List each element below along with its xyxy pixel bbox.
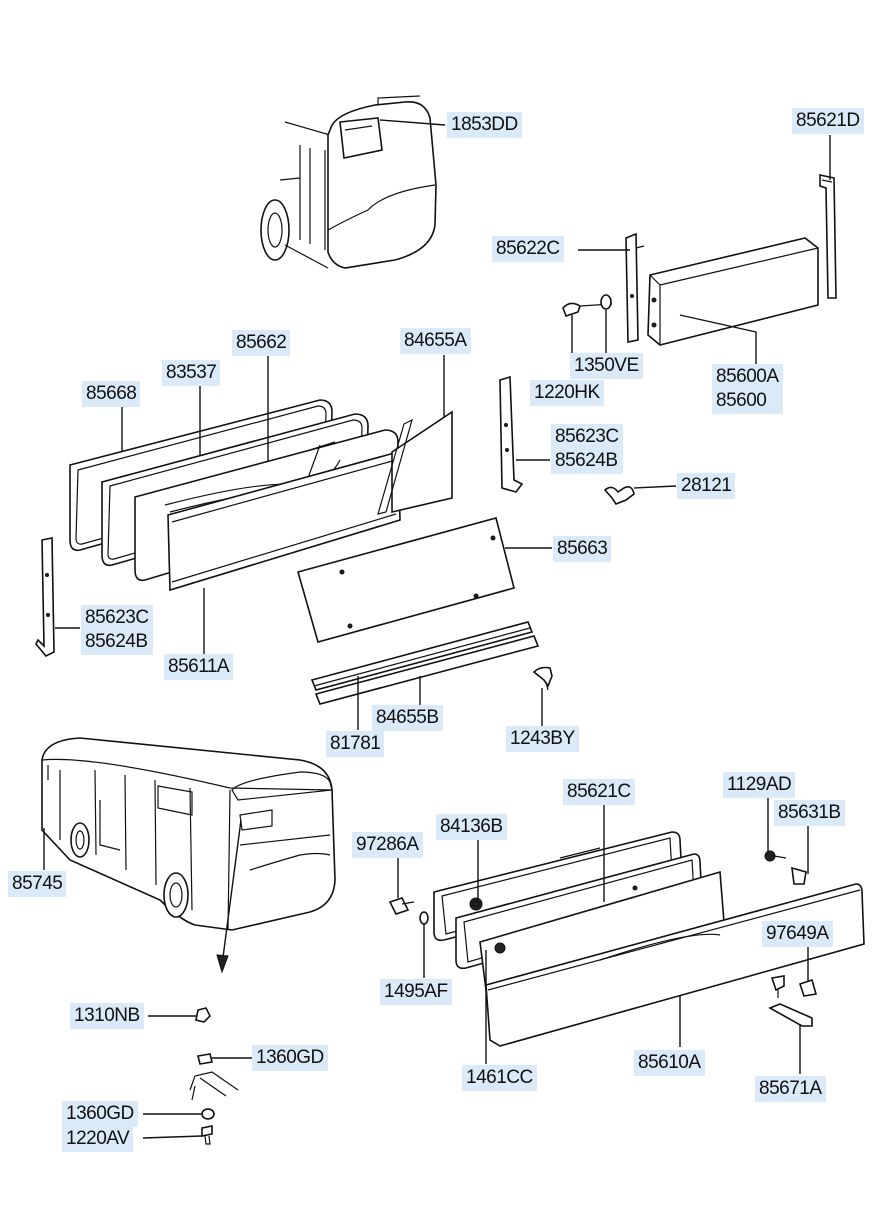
- part-label-85623C-right[interactable]: 85623C 85624B: [551, 424, 623, 474]
- part-label-81781[interactable]: 81781: [326, 731, 385, 757]
- heater-assembly-illustration: [562, 174, 837, 346]
- leader-lines: [43, 119, 831, 1139]
- part-label-85600A-line2: 85600: [716, 390, 767, 411]
- side-window-glass-illustration: [69, 399, 453, 592]
- part-label-85611A[interactable]: 85611A: [164, 654, 234, 680]
- part-label-85621C[interactable]: 85621C: [563, 779, 635, 805]
- part-label-1360GD-a[interactable]: 1360GD: [252, 1045, 328, 1071]
- part-label-85621D[interactable]: 85621D: [792, 108, 864, 134]
- bus-side-illustration: [41, 737, 336, 974]
- bus-front-illustration: [260, 95, 437, 269]
- part-label-85745[interactable]: 85745: [8, 871, 67, 897]
- window-bracket-illustration: [35, 375, 524, 657]
- part-label-85668[interactable]: 85668: [82, 381, 141, 407]
- part-label-85663[interactable]: 85663: [553, 536, 612, 562]
- part-label-83537[interactable]: 83537: [162, 360, 221, 386]
- part-label-1495AF[interactable]: 1495AF: [380, 979, 452, 1005]
- part-label-1129AD[interactable]: 1129AD: [723, 772, 796, 798]
- part-label-1350VE[interactable]: 1350VE: [570, 353, 643, 379]
- panel-85663-illustration: [297, 517, 515, 643]
- part-label-1360GD-b[interactable]: 1360GD: [62, 1101, 138, 1127]
- part-label-1853DD[interactable]: 1853DD: [447, 112, 522, 138]
- part-label-85600A[interactable]: 85600A 85600: [712, 364, 783, 414]
- part-label-85623C-right-line2: 85624B: [555, 450, 618, 471]
- wing-nut-illustration: [603, 486, 635, 505]
- part-label-85662[interactable]: 85662: [232, 330, 291, 356]
- part-label-85622C[interactable]: 85622C: [492, 236, 564, 262]
- part-label-97649A[interactable]: 97649A: [762, 921, 833, 947]
- part-label-85631B[interactable]: 85631B: [774, 800, 845, 826]
- part-label-85610A[interactable]: 85610A: [634, 1050, 705, 1076]
- part-label-85623C-left[interactable]: 85623C 85624B: [81, 605, 153, 655]
- part-label-97286A[interactable]: 97286A: [352, 832, 423, 858]
- part-label-1310NB[interactable]: 1310NB: [70, 1003, 144, 1029]
- part-label-84655A[interactable]: 84655A: [400, 328, 471, 354]
- window-rail-illustration: [310, 621, 553, 705]
- part-label-1220HK[interactable]: 1220HK: [530, 380, 604, 406]
- part-label-85600A-line1: 85600A: [716, 366, 779, 387]
- part-label-85671A[interactable]: 85671A: [755, 1076, 826, 1102]
- part-label-1461CC[interactable]: 1461CC: [462, 1065, 537, 1091]
- part-label-1243BY[interactable]: 1243BY: [506, 726, 579, 752]
- part-label-28121[interactable]: 28121: [677, 473, 736, 499]
- part-label-85623C-left-line2: 85624B: [85, 631, 148, 652]
- part-label-84136B[interactable]: 84136B: [436, 814, 507, 840]
- part-label-84655B[interactable]: 84655B: [372, 705, 443, 731]
- part-label-1220AV[interactable]: 1220AV: [62, 1126, 134, 1152]
- fastener-illustration: [189, 1007, 239, 1145]
- part-label-85623C-left-line1: 85623C: [85, 607, 149, 628]
- part-label-85623C-right-line1: 85623C: [555, 426, 619, 447]
